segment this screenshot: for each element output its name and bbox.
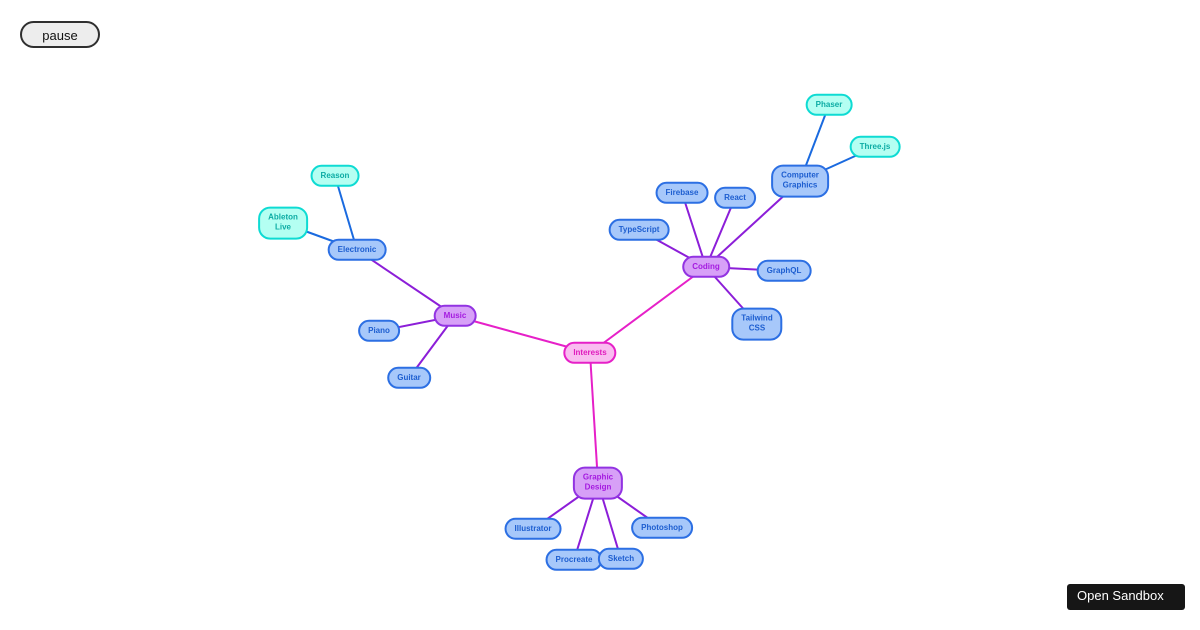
mindmap-node-tailwind-css[interactable]: Tailwind CSS xyxy=(731,307,783,341)
node-label: Computer Graphics xyxy=(781,170,819,190)
node-label: GraphQL xyxy=(766,265,802,275)
node-label: Firebase xyxy=(665,187,699,197)
mindmap-node-firebase[interactable]: Firebase xyxy=(655,181,709,205)
mindmap-node-typescript[interactable]: TypeScript xyxy=(608,218,670,242)
node-label: Phaser xyxy=(815,99,843,109)
open-sandbox-button[interactable]: Open Sandbox xyxy=(1067,584,1185,610)
node-label: Tailwind CSS xyxy=(741,313,773,333)
mindmap-edge xyxy=(589,352,599,484)
node-label: Sketch xyxy=(607,553,635,563)
node-label: Reason xyxy=(320,170,350,180)
node-label: Music xyxy=(443,310,467,320)
node-label: Three.js xyxy=(859,141,891,151)
mindmap-node-graphic-design[interactable]: Graphic Design xyxy=(572,466,624,500)
mindmap-edge xyxy=(589,266,707,354)
mindmap-edge xyxy=(334,175,358,251)
node-label: TypeScript xyxy=(618,224,660,234)
mindmap-node-ableton-live[interactable]: Ableton Live xyxy=(258,206,308,240)
mindmap-edge xyxy=(705,197,736,268)
mindmap-node-react[interactable]: React xyxy=(714,186,756,210)
mindmap-node-graphql[interactable]: GraphQL xyxy=(756,259,812,283)
mindmap-node-reason[interactable]: Reason xyxy=(310,164,360,188)
mindmap-node-electronic[interactable]: Electronic xyxy=(327,238,387,262)
mindmap-node-sketch[interactable]: Sketch xyxy=(597,547,645,571)
mindmap-node-phaser[interactable]: Phaser xyxy=(805,93,853,117)
node-label: Coding xyxy=(692,261,720,271)
node-label: Electronic xyxy=(337,244,377,254)
node-label: Interests xyxy=(573,347,607,357)
mindmap-edge xyxy=(681,192,707,268)
node-label: Graphic Design xyxy=(582,472,614,492)
node-label: Procreate xyxy=(555,554,593,564)
mindmap-node-piano[interactable]: Piano xyxy=(358,319,400,343)
node-label: React xyxy=(724,192,746,202)
node-label: Piano xyxy=(368,325,390,335)
node-label: Photoshop xyxy=(641,522,683,532)
mindmap-node-interests[interactable]: Interests xyxy=(563,341,617,365)
mindmap-node-photoshop[interactable]: Photoshop xyxy=(631,516,693,540)
node-label: Guitar xyxy=(397,372,421,382)
mindmap-node-threejs[interactable]: Three.js xyxy=(849,135,901,159)
mindmap-node-computer-graphics[interactable]: Computer Graphics xyxy=(771,164,829,198)
node-label: Illustrator xyxy=(514,523,552,533)
node-label: Ableton Live xyxy=(268,212,298,232)
mindmap-node-coding[interactable]: Coding xyxy=(682,255,730,279)
mindmap-node-guitar[interactable]: Guitar xyxy=(387,366,431,390)
mindmap-node-procreate[interactable]: Procreate xyxy=(545,548,603,572)
mindmap-node-illustrator[interactable]: Illustrator xyxy=(504,517,562,541)
pause-button[interactable]: pause xyxy=(20,21,100,48)
mindmap-node-music[interactable]: Music xyxy=(433,304,477,328)
